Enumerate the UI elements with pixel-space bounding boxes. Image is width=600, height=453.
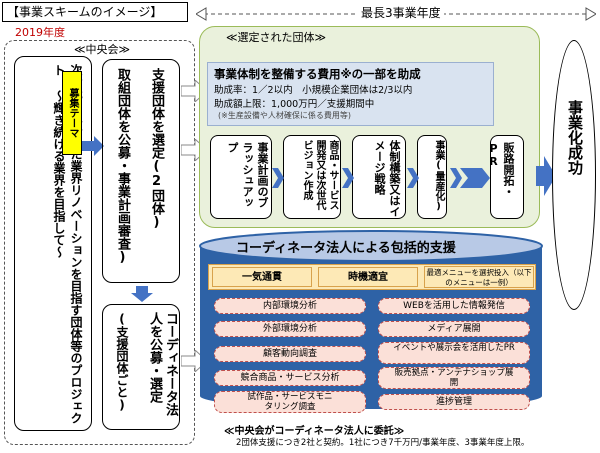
period-label: 最長3事業年度 bbox=[358, 4, 444, 21]
flow-chevrons bbox=[272, 168, 490, 188]
coordinator-subtext: (支援団体ごと) bbox=[115, 312, 129, 412]
support-menu-right-5: 進捗管理 bbox=[378, 394, 530, 410]
flow-step-4 bbox=[417, 135, 447, 219]
flow-step-5-text: 販路開拓・PR bbox=[487, 142, 515, 197]
success-arrow bbox=[536, 156, 556, 196]
flow-step-4-text: 事業(量産化) bbox=[433, 140, 444, 212]
success-text: 事業化成功 bbox=[566, 100, 584, 175]
selected-groups-title: ≪選定された団体≫ bbox=[222, 28, 331, 46]
flow-step-5 bbox=[490, 135, 524, 219]
coordinator-text: コーディネータ法人を公募・選定 bbox=[147, 312, 178, 416]
support-top-2: 時機適宜 bbox=[318, 267, 418, 287]
support-menu-left-2: 外部環境分析 bbox=[214, 321, 366, 337]
footer-detail: 2団体支援につき2社と契約。1社につき7千万円/事業年度、3事業年度上限。 bbox=[236, 438, 530, 448]
central-label: ≪中央会≫ bbox=[72, 41, 133, 57]
select-groups-box bbox=[102, 59, 180, 283]
year-label: 2019年度 bbox=[15, 26, 65, 39]
theme-arrow bbox=[82, 136, 104, 156]
coordinator-box bbox=[102, 304, 180, 430]
subsidy-box bbox=[207, 62, 494, 126]
flow-step-3-text: 体制構築又はイメージ戦略 bbox=[373, 140, 401, 217]
support-title: コーディネータ法人による包括的支援 bbox=[236, 241, 456, 256]
flow-step-2-text: 商品・サービス開発又は次世代ビジョン作成 bbox=[301, 140, 338, 210]
scheme-title: 【事業スキームのイメージ】 bbox=[2, 2, 188, 22]
support-menu-left-1: 内部環境分析 bbox=[214, 298, 366, 314]
support-menu-left-4: 競合商品・サービス分析 bbox=[214, 370, 366, 386]
subsidy-note: (※生産設備や人材確保に係る費用等) bbox=[218, 111, 351, 120]
flow-step-1 bbox=[210, 135, 272, 219]
subsidy-title: 事業体制を整備する費用※の一部を助成 bbox=[214, 67, 421, 81]
flow-step-3 bbox=[352, 135, 406, 219]
down-arrow bbox=[131, 286, 153, 302]
support-menu-right-3: イベントや展示会を活用したPR bbox=[378, 342, 530, 364]
select-groups-text: 支援団体を選定(2団体) bbox=[149, 68, 164, 230]
subsidy-rate: 助成率：1／2以内 小規模企業団体は2/3以内 bbox=[214, 85, 413, 96]
footer-title: ≪中央会がコーディネータ法人に委託≫ bbox=[224, 426, 405, 437]
support-menu-right-1: WEBを活用した情報発信 bbox=[378, 298, 530, 314]
subsidy-cap: 助成額上限：1,000万円／支援期間中 bbox=[214, 99, 375, 110]
theme-box bbox=[14, 56, 92, 431]
support-top-3: 最適メニューを選択投入（以下のメニューは一例） bbox=[424, 266, 534, 288]
success-ellipse bbox=[552, 40, 596, 310]
central-association-frame bbox=[4, 40, 195, 445]
support-menu-right-4: 販売拠点・アンテナショップ展開 bbox=[378, 367, 530, 389]
select-groups-subtext: 取組団体を公募・事業計画審査) bbox=[115, 68, 130, 265]
flow-step-1-text: 事業計画のブラッシュアップ bbox=[226, 142, 269, 208]
support-menu-left-3: 顧客動向調査 bbox=[214, 346, 366, 362]
flow-step-2 bbox=[283, 135, 341, 219]
support-top-1: 一気通貫 bbox=[212, 267, 312, 287]
support-menu-right-2: メディア展開 bbox=[378, 321, 530, 337]
support-menu-left-5: 試作品・サービスモニタリング調査 bbox=[214, 391, 366, 413]
theme-tag: 募集テーマ bbox=[62, 71, 82, 155]
